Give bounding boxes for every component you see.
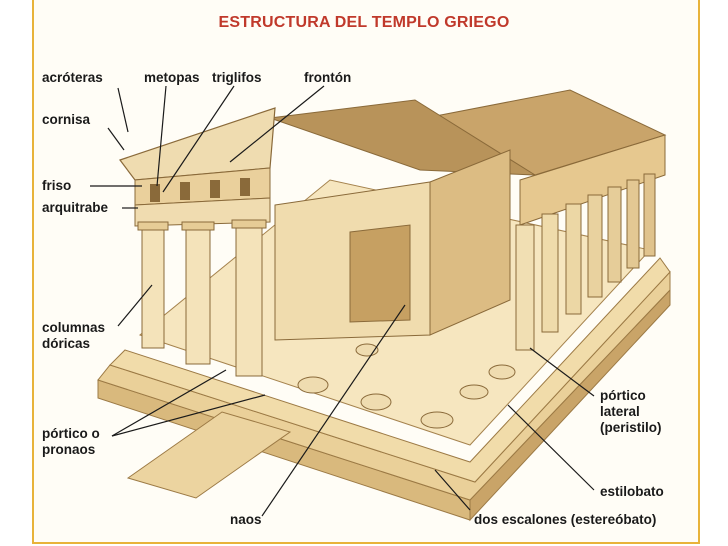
naos-door bbox=[349, 224, 411, 323]
leader-estilobato bbox=[507, 404, 595, 491]
side-column bbox=[607, 186, 622, 283]
label-acroteras: acróteras bbox=[42, 70, 103, 85]
leader-portico-o-a bbox=[111, 369, 227, 437]
label-friso: friso bbox=[42, 178, 72, 193]
drum bbox=[420, 411, 454, 429]
label-fronton: frontón bbox=[304, 70, 352, 85]
architrave bbox=[134, 197, 271, 227]
front-column-capital bbox=[181, 221, 215, 231]
triglyph-2 bbox=[180, 182, 190, 200]
leader-naos bbox=[261, 304, 406, 517]
leader-lines bbox=[90, 85, 595, 517]
drum bbox=[459, 384, 489, 400]
side-column bbox=[587, 194, 603, 298]
drum bbox=[360, 393, 392, 411]
label-portico-o-line1: pórtico o bbox=[42, 426, 100, 441]
front-column-capital bbox=[231, 219, 267, 229]
column-drums bbox=[297, 343, 516, 429]
ramp bbox=[126, 411, 292, 499]
stylobate-top bbox=[109, 257, 671, 483]
side-column bbox=[626, 179, 640, 269]
front-column-capital bbox=[137, 221, 169, 231]
naos-walls bbox=[274, 149, 511, 341]
label-naos: naos bbox=[230, 512, 262, 527]
leader-acroteras bbox=[117, 87, 129, 133]
label-metopas: metopas bbox=[144, 70, 200, 85]
drum bbox=[297, 376, 329, 394]
leader-dos-escalones bbox=[434, 469, 471, 511]
side-column bbox=[515, 224, 535, 351]
label-portico-o-line2: pronaos bbox=[42, 442, 96, 457]
side-column bbox=[541, 213, 559, 333]
triglyph-4 bbox=[240, 178, 250, 196]
leader-portico-lateral bbox=[529, 347, 595, 397]
label-triglifos: triglifos bbox=[212, 70, 262, 85]
leader-fronton bbox=[229, 85, 325, 163]
label-arquitrabe: arquitrabe bbox=[42, 200, 109, 215]
label-dos-escalones: dos escalones (estereóbato) bbox=[474, 512, 657, 527]
label-portico-lateral-line1: pórtico bbox=[600, 388, 646, 403]
diagram-title: ESTRUCTURA DEL TEMPLO GRIEGO bbox=[218, 14, 510, 31]
naos-side-wall bbox=[429, 149, 511, 336]
label-columnas-line2: dóricas bbox=[42, 336, 91, 351]
front-colonnade bbox=[137, 219, 267, 377]
side-column bbox=[643, 173, 656, 257]
label-estilobato: estilobato bbox=[600, 484, 664, 499]
label-columnas-line1: columnas bbox=[42, 320, 106, 335]
front-column bbox=[185, 227, 211, 365]
side-colonnade bbox=[515, 173, 656, 351]
leader-portico-o-b bbox=[111, 394, 266, 437]
side-entablature bbox=[519, 134, 666, 226]
label-portico-lateral-line3: (peristilo) bbox=[600, 420, 662, 435]
leader-cornisa bbox=[107, 127, 125, 151]
triglyph-3 bbox=[210, 180, 220, 198]
front-column bbox=[235, 225, 263, 377]
triglyph-1 bbox=[150, 184, 160, 202]
leader-columnas bbox=[117, 284, 153, 327]
front-entablature bbox=[134, 167, 271, 227]
label-cornisa: cornisa bbox=[42, 112, 91, 127]
leader-metopas bbox=[156, 85, 167, 187]
side-column bbox=[565, 203, 582, 315]
drum bbox=[488, 364, 516, 380]
leader-triglifos bbox=[162, 85, 235, 193]
front-column bbox=[141, 227, 165, 349]
label-portico-lateral-line2: lateral bbox=[600, 404, 640, 419]
